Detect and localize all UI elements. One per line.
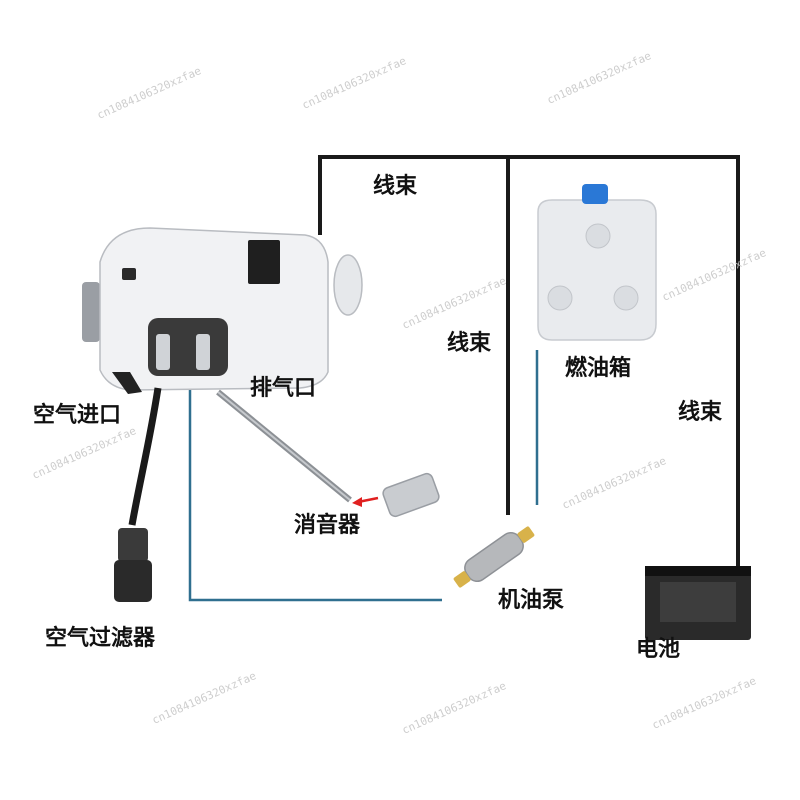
heater-fan-grille	[82, 282, 100, 342]
wiring-harness	[318, 155, 740, 570]
fuel-tank-port-3	[613, 285, 639, 311]
air-intake-port	[156, 334, 170, 370]
battery-top	[645, 566, 751, 576]
fuel-lines	[188, 350, 539, 602]
fuel-tank-cap	[582, 184, 608, 204]
muffler-arrow-head	[352, 497, 362, 507]
fuel-line-heater-to-pump	[188, 390, 442, 602]
fuel-tank-body	[537, 199, 657, 341]
label-wiring-mid: 线束	[447, 331, 492, 356]
battery-label-area	[660, 582, 736, 622]
heater-unit	[82, 227, 363, 394]
wire-heater-to-top	[318, 155, 740, 570]
heater-mount	[112, 372, 142, 394]
fuel-tank	[537, 184, 657, 341]
heater-nameplate	[248, 240, 280, 284]
air-filter-body	[114, 560, 152, 602]
exhaust-assembly	[216, 389, 440, 518]
label-wiring-top: 线束	[373, 174, 418, 199]
heater-outlet	[333, 254, 363, 316]
air-intake-assembly	[114, 387, 162, 602]
fuel-pump	[453, 526, 535, 588]
fuel-pump-body	[464, 531, 524, 583]
fuel-pump-outlet	[517, 526, 535, 543]
heater-switch	[122, 268, 136, 280]
exhaust-port	[196, 334, 210, 370]
label-muffler: 消音器	[294, 513, 361, 538]
fuel-tank-port-1	[585, 223, 611, 249]
label-air-inlet: 空气进口	[33, 403, 122, 428]
label-wiring-right: 线束	[678, 400, 723, 425]
muffler-body	[382, 472, 440, 518]
air-filter-cap	[118, 528, 148, 562]
label-air-filter: 空气过滤器	[45, 626, 156, 651]
label-fuel-tank: 燃油箱	[565, 356, 632, 381]
fuel-tank-port-2	[547, 285, 573, 311]
label-fuel-pump: 机油泵	[498, 588, 565, 613]
label-battery: 电池	[636, 637, 681, 662]
label-exhaust: 排气口	[250, 376, 317, 401]
fuel-pump-inlet	[453, 571, 471, 588]
battery	[645, 566, 751, 640]
air-intake-pipe	[128, 387, 162, 526]
exhaust-pipe-highlight	[217, 391, 351, 501]
